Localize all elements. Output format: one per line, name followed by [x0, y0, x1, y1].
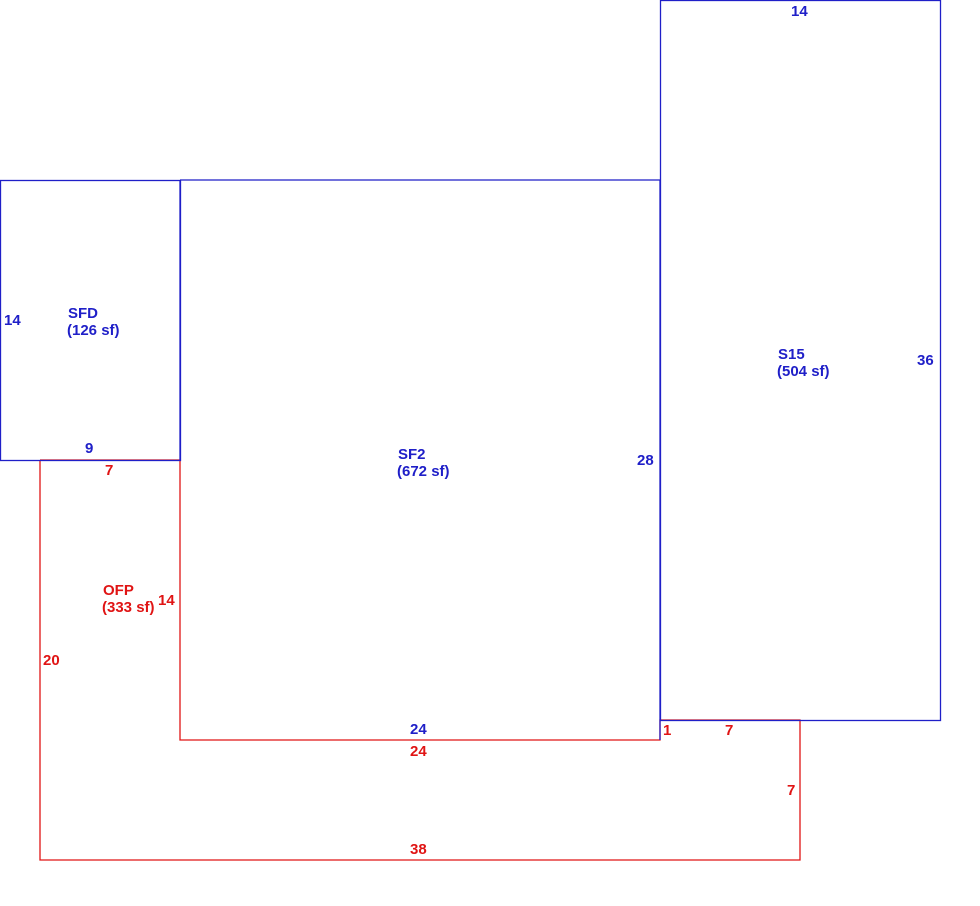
- sfd-label-area: (126 sf): [67, 322, 120, 339]
- ofp-shelf-dimension: 7: [725, 722, 733, 739]
- ofp-top-dimension: 7: [105, 462, 113, 479]
- sf2-bottom-dimension: 24: [410, 721, 427, 738]
- sfd-bottom-dimension: 9: [85, 440, 93, 457]
- ofp-inner-dimension: 14: [158, 592, 175, 609]
- ofp-outline: [39, 459, 801, 861]
- s15-right-dimension: 36: [917, 352, 934, 369]
- s15-top-dimension: 14: [791, 3, 808, 20]
- ofp-step-dimension: 1: [663, 722, 671, 739]
- ofp-mid-dimension: 24: [410, 743, 427, 760]
- s15-outline: [659, 0, 942, 722]
- sfd-label-code: SFD: [68, 305, 98, 322]
- sfd-left-dimension: 14: [4, 312, 21, 329]
- sf2-label-code: SF2: [398, 446, 426, 463]
- s15-label-code: S15: [778, 346, 805, 363]
- ofp-bottom-dimension: 38: [410, 841, 427, 858]
- ofp-right-dimension: 7: [787, 782, 795, 799]
- sf2-right-dimension: 28: [637, 452, 654, 469]
- ofp-left-dimension: 20: [43, 652, 60, 669]
- s15-label-area: (504 sf): [777, 363, 830, 380]
- ofp-label-area: (333 sf): [102, 599, 155, 616]
- sf2-label-area: (672 sf): [397, 463, 450, 480]
- ofp-label-code: OFP: [103, 582, 134, 599]
